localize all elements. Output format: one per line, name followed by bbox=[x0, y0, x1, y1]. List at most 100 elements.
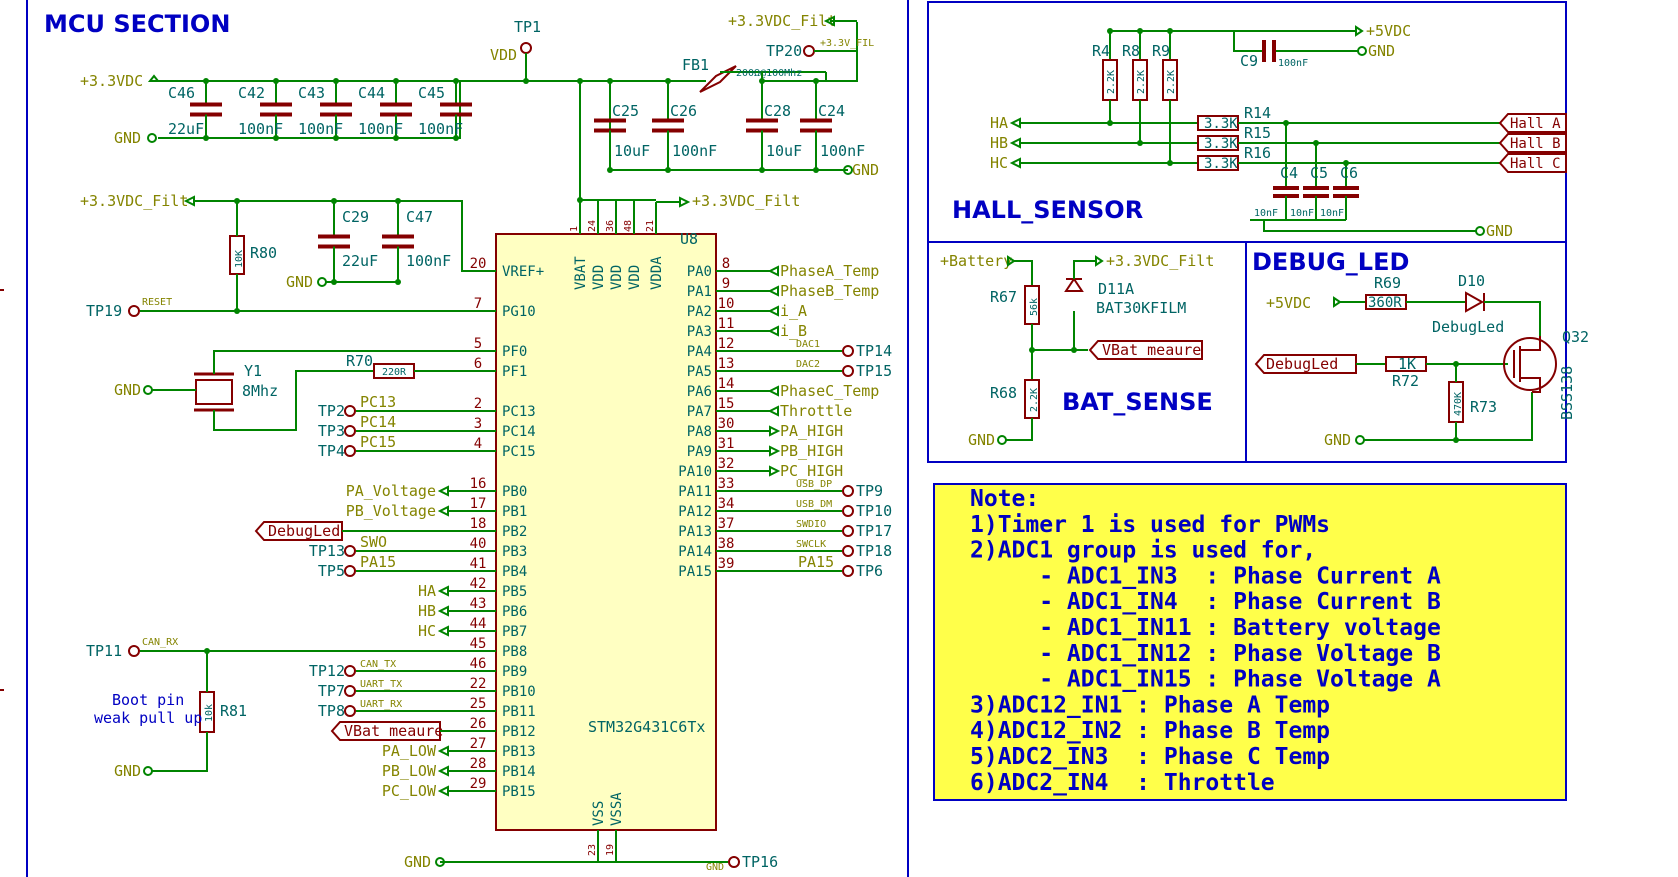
net-label: HB bbox=[418, 602, 436, 620]
boot-note-2: weak pull up bbox=[94, 709, 202, 727]
testpoint-circle[interactable] bbox=[344, 565, 356, 577]
r70-val: 220R bbox=[382, 367, 407, 378]
cap-ref: C43 bbox=[298, 84, 325, 102]
d11-filt-label: +3.3VDC_Filt bbox=[1106, 252, 1214, 270]
mcu-section-title: MCU SECTION bbox=[44, 10, 230, 38]
testpoint-label: TP9 bbox=[856, 482, 883, 500]
mcu-bottom-pin-name: VSS bbox=[591, 801, 607, 826]
fb1-body[interactable] bbox=[699, 65, 737, 93]
d11-ref: D11A bbox=[1098, 280, 1134, 298]
gnd-port-y1 bbox=[143, 385, 153, 395]
d11-body[interactable] bbox=[1064, 277, 1084, 292]
gnd-label-left: GND bbox=[286, 273, 313, 291]
junction-dot bbox=[333, 135, 339, 141]
net-label: UART_RX bbox=[360, 699, 402, 710]
tp19-circle[interactable] bbox=[128, 305, 140, 317]
hier-arrow bbox=[437, 745, 449, 757]
mcu-right-pin-name: PA6 bbox=[687, 384, 712, 400]
r70-ref: R70 bbox=[346, 352, 373, 370]
mcu-left-pin-num: 6 bbox=[474, 356, 482, 372]
testpoint-circle[interactable] bbox=[344, 685, 356, 697]
note-line: 1)Timer 1 is used for PWMs bbox=[970, 512, 1330, 538]
q32-body[interactable] bbox=[1503, 337, 1557, 391]
gnd-label-boot: GND bbox=[114, 762, 141, 780]
r81-val: 10k bbox=[204, 704, 215, 722]
hall-global-tag[interactable] bbox=[1498, 113, 1567, 133]
testpoint-circle[interactable] bbox=[842, 525, 854, 537]
tp16-circle[interactable] bbox=[728, 856, 740, 868]
hier-arrow bbox=[437, 605, 449, 617]
testpoint-circle[interactable] bbox=[842, 505, 854, 517]
mcu-bottom-pin-num: 19 bbox=[605, 844, 616, 856]
testpoint-circle[interactable] bbox=[344, 405, 356, 417]
r80-val: 10K bbox=[234, 250, 245, 268]
cap-ref: C45 bbox=[418, 84, 445, 102]
net-label: PC13 bbox=[360, 393, 396, 411]
r67-val: 56k bbox=[1029, 298, 1040, 316]
hall-global-tag[interactable] bbox=[1498, 153, 1567, 173]
mcu-left-pin-num: 3 bbox=[474, 416, 482, 432]
r68-bot bbox=[1006, 418, 1033, 441]
hall-series-value: 3.3K bbox=[1204, 136, 1238, 152]
junction-dot bbox=[395, 198, 401, 204]
mcu-left-pin-num: 5 bbox=[474, 336, 482, 352]
testpoint-circle[interactable] bbox=[842, 345, 854, 357]
mcu-left-pin-num: 42 bbox=[470, 576, 487, 592]
testpoint-circle[interactable] bbox=[344, 445, 356, 457]
mcu-left-pin-name: PB14 bbox=[502, 764, 536, 780]
mcu-right-pin-num: 15 bbox=[718, 396, 735, 412]
testpoint-label: TP18 bbox=[856, 542, 892, 560]
c9-val: 100nF bbox=[1278, 58, 1308, 69]
mcu-left-pin-name: PC14 bbox=[502, 424, 536, 440]
hall-global-tag[interactable] bbox=[1498, 133, 1567, 153]
junction-dot bbox=[203, 78, 209, 84]
testpoint-circle[interactable] bbox=[842, 545, 854, 557]
hier-arrow bbox=[769, 445, 781, 457]
q32-drain bbox=[1520, 336, 1541, 351]
y1-ref: Y1 bbox=[244, 362, 262, 380]
hier-arrow bbox=[767, 265, 779, 277]
testpoint-circle[interactable] bbox=[842, 365, 854, 377]
mcu-left-pin-num: 2 bbox=[474, 396, 482, 412]
mcu-left-pin-num: 40 bbox=[470, 536, 487, 552]
hall-cap-value: 10nF bbox=[1254, 208, 1278, 219]
mcu-left-pin-name: PB3 bbox=[502, 544, 527, 560]
mcu-top-pin-num: 36 bbox=[605, 220, 616, 232]
mcu-left-pin-name: PF1 bbox=[502, 364, 527, 380]
net-label: PhaseB_Temp bbox=[780, 282, 879, 300]
testpoint-circle[interactable] bbox=[344, 545, 356, 557]
testpoint-circle[interactable] bbox=[344, 665, 356, 677]
gnd-label-y1: GND bbox=[114, 381, 141, 399]
mcu-left-pin-name: PB1 bbox=[502, 504, 527, 520]
mcu-left-pin-num: 16 bbox=[470, 476, 487, 492]
hall-cap-value: 10nF bbox=[1290, 208, 1314, 219]
mcu-left-pin-name: VREF+ bbox=[502, 264, 544, 280]
net-label: SWCLK bbox=[796, 539, 826, 550]
tp1-circle[interactable] bbox=[520, 42, 532, 54]
tp19-label: TP19 bbox=[86, 302, 122, 320]
hall-cap-ref: C4 bbox=[1280, 164, 1298, 182]
tp20-circle[interactable] bbox=[803, 45, 815, 57]
vbat-meaure-tag[interactable] bbox=[1088, 340, 1203, 360]
tp11-circle[interactable] bbox=[128, 645, 140, 657]
mcu-left-pin-name: PB12 bbox=[502, 724, 536, 740]
debug-frame bbox=[1245, 241, 1567, 463]
tp1-label: TP1 bbox=[514, 18, 541, 36]
hall-cap-value: 10nF bbox=[1320, 208, 1344, 219]
hier-arrow bbox=[437, 765, 449, 777]
testpoint-circle[interactable] bbox=[842, 485, 854, 497]
d10-body[interactable] bbox=[1465, 291, 1485, 313]
v33f-left-rail bbox=[194, 200, 496, 272]
junction-dot bbox=[393, 78, 399, 84]
mcu-right-pin-name: PA2 bbox=[687, 304, 712, 320]
junction-dot bbox=[759, 167, 765, 173]
testpoint-circle[interactable] bbox=[344, 705, 356, 717]
y1-body[interactable] bbox=[195, 379, 233, 405]
testpoint-circle[interactable] bbox=[344, 425, 356, 437]
net-label: PA15 bbox=[360, 553, 396, 571]
mcu-top-pin-name: VDD bbox=[591, 265, 607, 290]
testpoint-circle[interactable] bbox=[842, 565, 854, 577]
note-line: 6)ADC2_IN4 : Throttle bbox=[970, 770, 1275, 796]
v33f-label-left: +3.3VDC_Filt bbox=[80, 192, 188, 210]
mcu-left-pin-num: 28 bbox=[470, 756, 487, 772]
